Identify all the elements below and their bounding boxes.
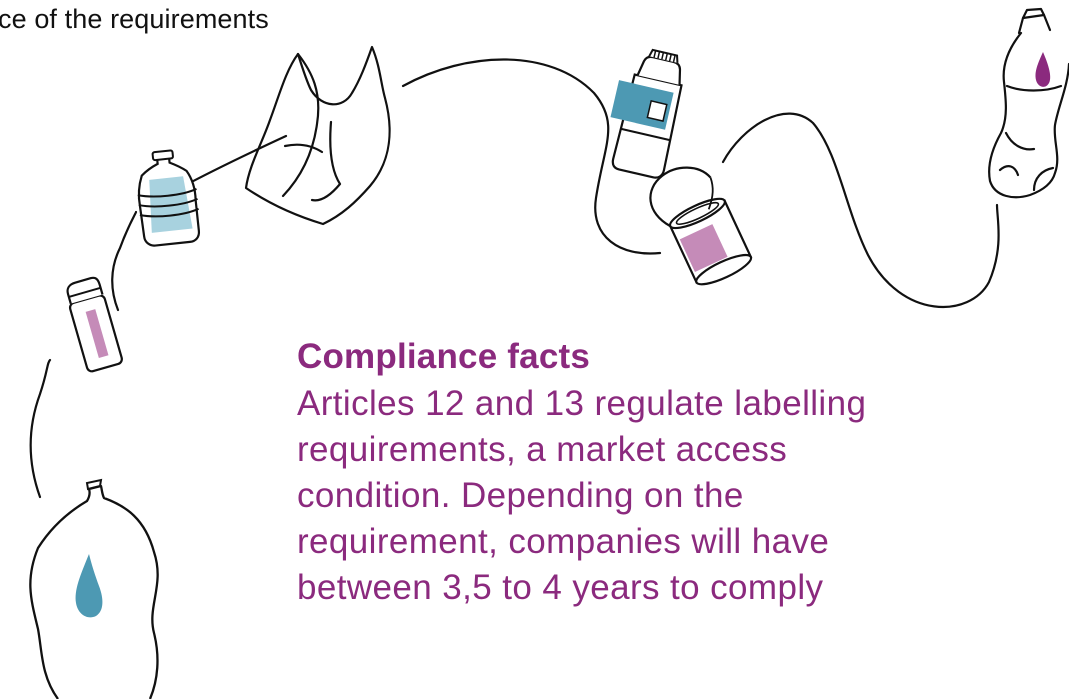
cropped-heading-text: ce of the requirements <box>0 4 269 34</box>
water-jug-icon <box>137 149 201 247</box>
squeeze-bottle-icon <box>988 7 1069 199</box>
compliance-line: requirement, companies will have <box>297 522 830 561</box>
compliance-facts-panel: Compliance facts Articles 12 and 13 regu… <box>297 334 1037 611</box>
compliance-line: Articles 12 and 13 regulate labelling <box>297 384 867 423</box>
spray-can-icon <box>66 276 123 373</box>
plastic-bottle-icon <box>29 478 159 699</box>
compliance-line: requirements, a market access <box>297 430 788 469</box>
compliance-facts-body: Articles 12 and 13 regulate labelling re… <box>297 381 1037 611</box>
powder-container-icon <box>610 48 683 179</box>
compliance-line: condition. Depending on the <box>297 476 744 515</box>
tin-can-icon <box>649 166 753 286</box>
plastic-bag-icon <box>244 45 391 226</box>
compliance-facts-title: Compliance facts <box>297 337 591 376</box>
compliance-line: between 3,5 to 4 years to comply <box>297 568 824 607</box>
